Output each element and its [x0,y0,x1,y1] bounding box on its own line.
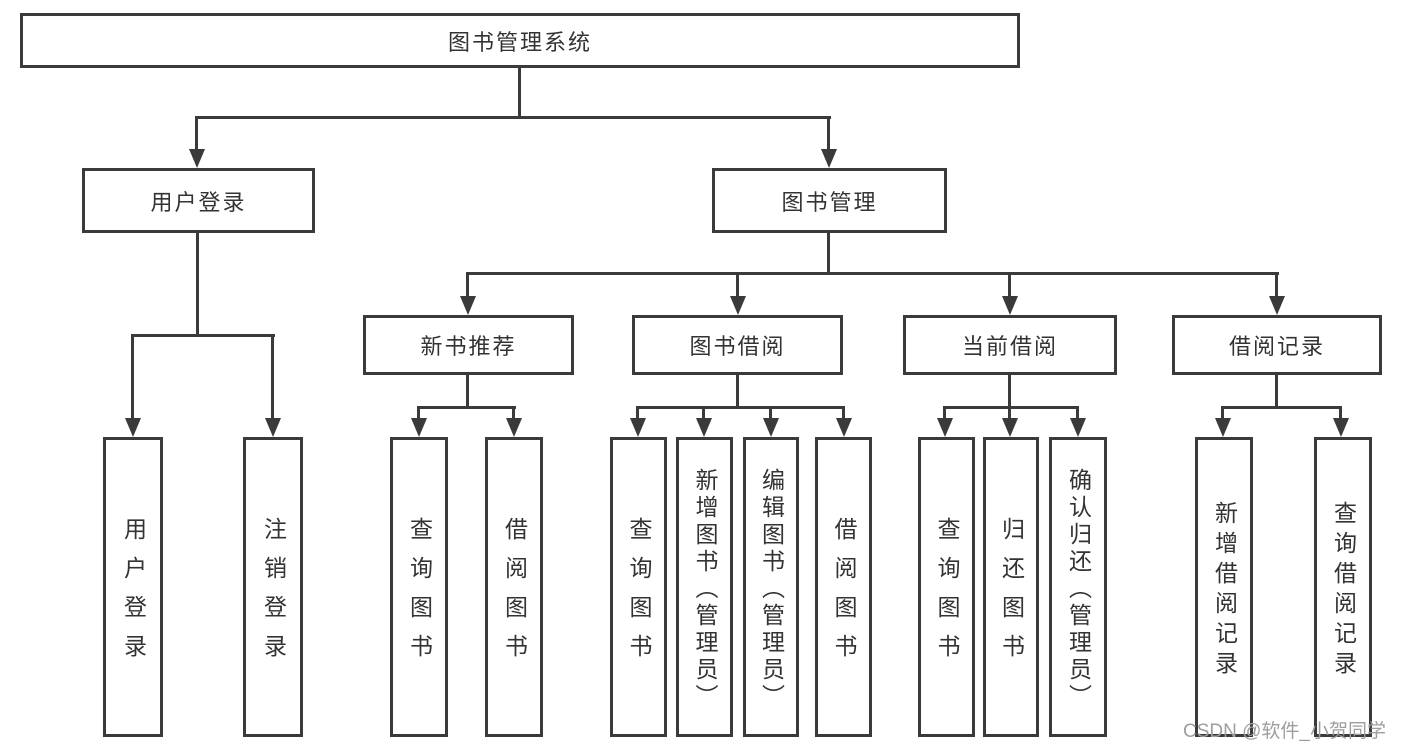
leaf-bb-add-book: 新增图书（管理员） [676,437,733,737]
connector-drop-book-borrow [736,272,739,298]
leaf-bb-borrow-book: 借阅图书 [815,437,872,737]
arrowhead-nbr-query [411,418,427,437]
node-book-borrow: 图书借阅 [632,315,843,375]
connector-drop-nbr-borrow [512,406,515,420]
leaf-bb-edit-book: 编辑图书（管理员） [743,437,799,737]
leaf-nbr-borrow-book: 借阅图书 [485,437,543,737]
arrowhead-leaf-login [125,418,141,437]
node-borrow-records: 借阅记录 [1172,315,1382,375]
connector-drop-book-mgmt [827,116,830,153]
connector-nbr-stem [466,375,469,409]
connector-drop-br-query [1339,406,1342,420]
arrowhead-borrow-records [1269,296,1285,315]
leaf-br-add-record: 新增借阅记录 [1195,437,1253,737]
connector-book-stem [827,233,830,275]
node-user-login-label: 用户登录 [150,189,247,215]
connector-drop-nbr-query [417,406,420,420]
leaf-br-add-record-label: 新增借阅记录 [1211,500,1238,681]
connector-drop-br-add [1221,406,1224,420]
arrowhead-current-borrow [1002,296,1018,315]
connector-drop-borrow-records [1275,272,1278,298]
connector-user-branch [131,334,275,337]
arrowhead-book-borrow [730,296,746,315]
connector-cb-stem [1008,375,1011,409]
leaf-cb-confirm-return-label: 确认归还（管理员） [1065,467,1092,711]
leaf-user-login-label: 用户登录 [120,517,147,673]
connector-drop-cb-query [943,406,946,420]
leaf-nbr-borrow-book-label: 借阅图书 [501,517,528,673]
node-borrow-records-label: 借阅记录 [1228,334,1325,359]
node-root: 图书管理系统 [20,13,1020,68]
arrowhead-bb-query [630,418,646,437]
connector-br-branch [1221,406,1341,409]
connector-drop-current-borrow [1008,272,1011,298]
leaf-cb-query-book: 查询图书 [918,437,975,737]
node-book-mgmt: 图书管理 [712,168,947,233]
arrowhead-br-add [1215,418,1231,437]
connector-bb-branch [636,406,845,409]
leaf-user-login: 用户登录 [103,437,163,737]
connector-root-stem [518,68,521,119]
arrowhead-book-mgmt [821,149,837,168]
connector-drop-new-book [466,272,469,298]
connector-drop-cb-return [1008,406,1011,420]
arrowhead-user-login [189,149,205,168]
leaf-nbr-query-book: 查询图书 [390,437,448,737]
leaf-cb-return-book-label: 归还图书 [998,517,1025,673]
connector-drop-bb-add [702,406,705,420]
leaf-logout-label: 注销登录 [260,517,287,673]
leaf-bb-edit-book-label: 编辑图书（管理员） [758,467,785,711]
connector-drop-bb-borrow [842,406,845,420]
node-root-label: 图书管理系统 [447,29,592,55]
node-user-login: 用户登录 [82,168,315,233]
leaf-bb-query-book: 查询图书 [610,437,667,737]
node-book-borrow-label: 图书借阅 [689,334,786,359]
arrowhead-bb-edit [763,418,779,437]
arrowhead-cb-query [937,418,953,437]
arrowhead-cb-return [1002,418,1018,437]
connector-drop-leaf-login [131,334,134,420]
arrowhead-leaf-logout [265,418,281,437]
leaf-nbr-query-book-label: 查询图书 [406,517,433,673]
arrowhead-bb-borrow [836,418,852,437]
arrowhead-bb-add [696,418,712,437]
leaf-br-query-record-label: 查询借阅记录 [1330,500,1357,681]
connector-drop-user-login [195,116,198,153]
leaf-cb-confirm-return: 确认归还（管理员） [1049,437,1107,737]
connector-cb-branch [943,406,1079,409]
arrowhead-br-query [1333,418,1349,437]
connector-drop-bb-edit [769,406,772,420]
connector-nbr-branch [417,406,516,409]
node-new-book-rec: 新书推荐 [363,315,574,375]
connector-drop-bb-query [636,406,639,420]
node-new-book-rec-label: 新书推荐 [420,334,517,359]
node-current-borrow: 当前借阅 [903,315,1117,375]
connector-br-stem [1275,375,1278,409]
leaf-logout: 注销登录 [243,437,303,737]
node-book-mgmt-label: 图书管理 [781,189,878,215]
leaf-cb-return-book: 归还图书 [983,437,1039,737]
leaf-cb-query-book-label: 查询图书 [934,517,960,673]
leaf-bb-add-book-label: 新增图书（管理员） [692,467,718,711]
connector-book-branch [466,272,1279,275]
connector-user-stem [196,233,199,337]
leaf-bb-borrow-book-label: 借阅图书 [831,517,857,673]
leaf-br-query-record: 查询借阅记录 [1314,437,1372,737]
arrowhead-nbr-borrow [506,418,522,437]
connector-drop-leaf-logout [271,334,274,420]
node-current-borrow-label: 当前借阅 [961,334,1058,359]
connector-bb-stem [736,375,739,409]
csdn-watermark: CSDN @软件_小贺同学 [1183,721,1386,742]
arrowhead-new-book [460,296,476,315]
connector-root-branch [196,116,831,119]
connector-drop-cb-confirm [1076,406,1079,420]
arrowhead-cb-confirm [1070,418,1086,437]
leaf-bb-query-book-label: 查询图书 [626,517,652,673]
